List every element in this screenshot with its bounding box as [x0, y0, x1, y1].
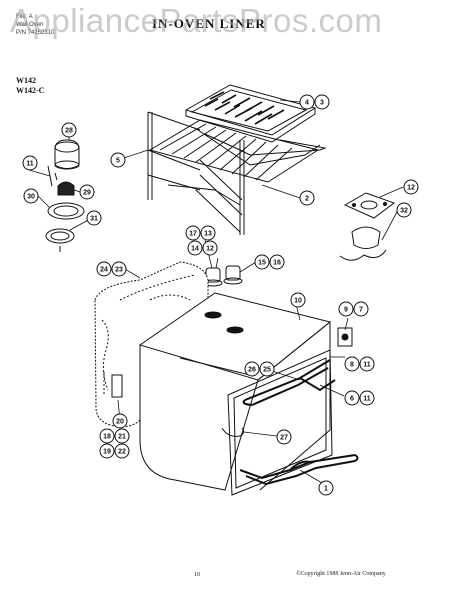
- callout-bubble: [61, 122, 77, 138]
- oven-rack: [147, 111, 320, 235]
- callout-number: 21: [118, 434, 126, 441]
- callout-number: 32: [400, 208, 408, 215]
- callout-bubble: [403, 179, 419, 195]
- callout-bubble: [344, 390, 360, 406]
- callout-number: 16: [273, 260, 281, 267]
- callout-bubble: [344, 356, 360, 372]
- callout-number: 1: [324, 486, 328, 493]
- callout-bubble: [99, 428, 115, 444]
- product-label: Wall Oven: [16, 22, 44, 28]
- wire-harness: [221, 427, 245, 437]
- callout-bubble: [353, 301, 369, 317]
- callout-bubble: [202, 240, 218, 256]
- callout-number: 18: [103, 434, 111, 441]
- callout-number: 5: [116, 158, 120, 165]
- callout-number: 12: [206, 246, 214, 253]
- callout-number: 3: [320, 100, 324, 107]
- callout-number: 15: [258, 260, 266, 267]
- callout-number: 28: [65, 128, 73, 135]
- callout-bubble: [112, 413, 128, 429]
- callout-number: 24: [100, 267, 108, 274]
- model-w142: W142: [16, 76, 36, 85]
- callout-bubble: [276, 429, 292, 445]
- copyright: ©Copyright 1988 Jenn-Air Company: [296, 571, 386, 577]
- callout-bubble: [23, 188, 39, 204]
- callout-number: 7: [359, 307, 363, 314]
- callout-number: 4: [305, 100, 309, 107]
- page-number: 10: [194, 572, 200, 578]
- callout-number: 30: [27, 194, 35, 201]
- callout-number: 9: [344, 307, 348, 314]
- callout-number: 27: [280, 435, 288, 442]
- callout-bubble: [318, 480, 334, 496]
- selector-switch-assembly: [45, 139, 85, 252]
- callout-bubble: [110, 152, 126, 168]
- callout-number: 26: [248, 367, 256, 374]
- callout-number: 25: [263, 367, 271, 374]
- callout-bubble: [114, 443, 130, 459]
- mounting-bracket: [111, 374, 123, 398]
- part-number-label: P/N 74252310: [16, 30, 55, 36]
- callout-bubble: [200, 225, 216, 241]
- callout-bubble: [396, 202, 412, 218]
- callout-bubble: [359, 390, 375, 406]
- callout-bubble: [290, 292, 306, 308]
- callout-number: 11: [26, 161, 34, 168]
- callout-number: 19: [103, 449, 111, 456]
- callout-bubble: [185, 225, 201, 241]
- callout-bubble: [299, 190, 315, 206]
- oven-liner: [138, 292, 333, 496]
- broil-element: [242, 359, 336, 406]
- callout-number: 14: [191, 246, 199, 253]
- callout-number: 11: [363, 396, 371, 403]
- callout-bubble: [259, 361, 275, 377]
- callout-bubble: [338, 301, 354, 317]
- callout-bubble: [96, 261, 112, 277]
- file-label: File: A: [16, 14, 33, 20]
- broil-pan: [184, 84, 327, 166]
- callout-bubble: [86, 210, 102, 226]
- callout-number: 23: [115, 267, 123, 274]
- callout-bubble: [114, 428, 130, 444]
- callout-number: 2: [305, 196, 309, 203]
- sensor-fittings: [203, 265, 243, 287]
- callout-number: 12: [407, 185, 415, 192]
- callout-number: 29: [83, 190, 91, 197]
- bake-element: [239, 454, 359, 486]
- callout-bubble: [99, 443, 115, 459]
- callout-number: 17: [189, 231, 197, 238]
- callout-bubble: [314, 94, 330, 110]
- callout-bubble: [111, 261, 127, 277]
- callout-number: 11: [363, 362, 371, 369]
- callout-bubble: [79, 184, 95, 200]
- callout-number: 10: [294, 298, 302, 305]
- callout-number: 13: [204, 231, 212, 238]
- callout-number: 6: [350, 396, 354, 403]
- callout-bubble: [22, 155, 38, 171]
- callout-bubble: [269, 254, 285, 270]
- callout-number: 8: [350, 362, 354, 369]
- callout-number: 31: [90, 216, 98, 223]
- watermark: AppliancePartsPros.com: [10, 2, 383, 39]
- callout-bubble: [244, 361, 260, 377]
- callout-number: 20: [116, 419, 124, 426]
- callout-bubble: [254, 254, 270, 270]
- callout-number: 22: [118, 449, 126, 456]
- callout-bubble: [299, 94, 315, 110]
- callout-bubble: [187, 240, 203, 256]
- light-socket-assembly: [339, 192, 396, 261]
- callout-bubble: [359, 356, 375, 372]
- model-w142-c: W142-C: [16, 86, 45, 95]
- page-title: IN-OVEN LINER: [152, 16, 266, 31]
